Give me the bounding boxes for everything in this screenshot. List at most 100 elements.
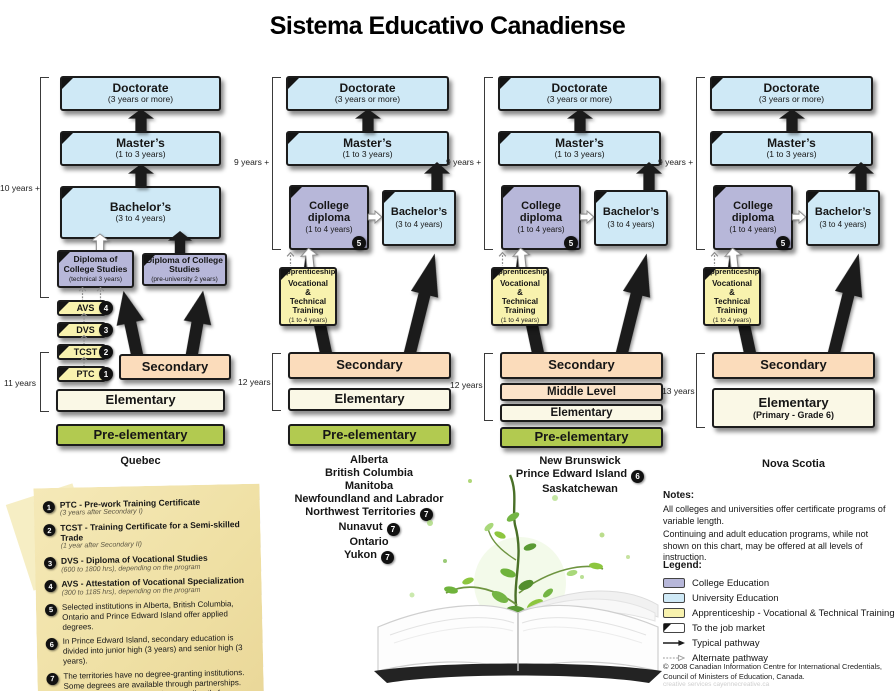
region-name: Nova Scotia bbox=[762, 458, 825, 470]
box-title2: Vocational & Technical Training bbox=[500, 278, 540, 316]
footnote-badge: 5 bbox=[564, 236, 578, 250]
region-name: British Columbia bbox=[324, 467, 413, 479]
box-title: Master’s bbox=[116, 136, 165, 151]
column3-elementary-box: Elementary bbox=[500, 404, 663, 422]
box-sub: (pre-university 2 years) bbox=[151, 276, 218, 284]
column4-region-label: Nova Scotia bbox=[712, 458, 875, 471]
typical-pathway-arrow bbox=[128, 109, 154, 133]
footnote-badge: 4 bbox=[99, 301, 113, 315]
level-label: Pre-elementary bbox=[93, 426, 188, 442]
quebec-doctorate-box: Doctorate (3 years or more) bbox=[60, 76, 221, 111]
region-name: Yukon bbox=[343, 549, 377, 561]
level-label: Elementary bbox=[550, 406, 613, 419]
legend-item-job-market: To the job market bbox=[663, 622, 765, 634]
box-title: Master’s bbox=[343, 136, 392, 151]
footnote-text: The territories have no degree-granting … bbox=[63, 667, 245, 691]
quebec-dcs-preuniversity-box: Diploma of College Studies (pre-universi… bbox=[142, 253, 227, 286]
box-sub: (3 to 4 years) bbox=[115, 213, 166, 224]
footnote-badge: 3 bbox=[99, 323, 113, 337]
box-title: Doctorate bbox=[112, 81, 169, 96]
footnote-item: 5 Selected institutions in Alberta, Brit… bbox=[45, 598, 254, 632]
level-label: Secondary bbox=[760, 357, 827, 373]
alternate-pathway-dashed-arrow bbox=[286, 252, 295, 266]
box-title2: Vocational & Technical Training bbox=[288, 278, 328, 316]
box-sub: (1 to 3 years) bbox=[115, 149, 166, 160]
footnote-badge: 2 bbox=[99, 345, 113, 359]
alternate-pathway-arrow bbox=[791, 210, 807, 224]
big-pathway-arrow bbox=[608, 250, 661, 359]
box-title: Bachelor’s bbox=[814, 206, 872, 219]
cert-label: TCST bbox=[73, 346, 98, 357]
column3-years-upper: 9 years + bbox=[446, 157, 482, 167]
typical-pathway-arrow bbox=[355, 109, 381, 133]
college-swatch bbox=[663, 578, 685, 588]
box-sub: (1 to 3 years) bbox=[554, 149, 605, 160]
box-title: College diploma bbox=[307, 199, 351, 225]
region-name: Ontario bbox=[349, 536, 389, 548]
column2-pre-elementary-box: Pre-elementary bbox=[288, 424, 451, 446]
box-sub: (1 to 4 years) bbox=[517, 225, 565, 235]
box-sub: (1 to 3 years) bbox=[342, 149, 393, 160]
footnote-number: 6 bbox=[46, 638, 58, 650]
box-sub: (1 to 4 years) bbox=[500, 317, 540, 325]
column2-elementary-box: Elementary bbox=[288, 388, 451, 411]
footnote-badge: 1 bbox=[99, 367, 113, 381]
quebec-region-label: Quebec bbox=[56, 455, 225, 468]
footnote-sub: (3 years after Secondary I) bbox=[59, 508, 143, 518]
column4-years-lower: 13 years bbox=[662, 386, 695, 396]
footnote-badge: 5 bbox=[776, 236, 790, 250]
column2-lower-bracket bbox=[272, 353, 281, 411]
level-label: Pre-elementary bbox=[534, 429, 629, 445]
job-market-corner-icon bbox=[663, 623, 685, 633]
box-sub: (3 years or more) bbox=[334, 94, 401, 105]
column3-years-lower: 12 years bbox=[450, 380, 483, 390]
box-title: College diploma bbox=[519, 199, 563, 225]
column2-apprenticeship-box: Apprenticeship Vocational & Technical Tr… bbox=[279, 267, 337, 326]
region-name: Newfoundland and Labrador bbox=[294, 493, 444, 505]
notes-paragraph: Continuing and adult education programs,… bbox=[663, 529, 869, 563]
footnote-item: 3 DVS - Diploma of Vocational Studies (6… bbox=[44, 552, 252, 575]
legend-item-alternate-pathway: Alternate pathway bbox=[663, 652, 768, 664]
column3-middle-level-box: Middle Level bbox=[500, 383, 663, 401]
level-label: Elementary bbox=[334, 391, 405, 407]
legend-item-apprenticeship: Apprenticeship - Vocational & Technical … bbox=[663, 607, 895, 619]
region-name: New Brunswick bbox=[539, 455, 621, 467]
box-sub: (3 to 4 years) bbox=[819, 219, 867, 229]
footnote-text: Selected institutions in Alberta, Britis… bbox=[61, 598, 234, 632]
box-title: Doctorate bbox=[763, 81, 820, 96]
column2-bachelors-box: Bachelor’s (3 to 4 years) bbox=[382, 190, 456, 246]
box-sub: (1 to 4 years) bbox=[729, 225, 777, 235]
column2-masters-box: Master’s (1 to 3 years) bbox=[286, 131, 449, 166]
box-sub: (1 to 3 years) bbox=[766, 149, 817, 160]
level-label: Secondary bbox=[548, 357, 615, 373]
quebec-ptc-box: PTC bbox=[57, 366, 106, 382]
quebec-years-lower: 11 years bbox=[4, 378, 36, 388]
footnote-number: 3 bbox=[44, 557, 56, 569]
legend-heading: Legend: bbox=[663, 560, 702, 571]
alternate-pathway-icon bbox=[663, 654, 685, 662]
column2-years-upper: 9 years + bbox=[234, 157, 270, 167]
quebec-lower-bracket bbox=[40, 352, 49, 412]
box-title: Bachelor’s bbox=[390, 206, 448, 219]
column3-bachelors-box: Bachelor’s (3 to 4 years) bbox=[594, 190, 668, 246]
box-title: Bachelor’s bbox=[109, 200, 172, 215]
column3-doctorate-box: Doctorate (3 years or more) bbox=[498, 76, 661, 111]
box-sub: (1 to 4 years) bbox=[712, 317, 752, 325]
notes-paragraph: All colleges and universities offer cert… bbox=[663, 504, 886, 526]
footnote-number: 1 bbox=[43, 501, 55, 513]
box-title: Master’s bbox=[767, 136, 816, 151]
legend-label: Alternate pathway bbox=[692, 652, 769, 664]
quebec-secondary-box: Secondary bbox=[119, 354, 231, 380]
quebec-upper-bracket bbox=[40, 77, 49, 298]
alternate-pathway-dashed-arrow bbox=[78, 287, 87, 300]
column3-apprenticeship-box: Apprenticeship Vocational & Technical Tr… bbox=[491, 267, 549, 326]
footnote-text: In Prince Edward Island, secondary educa… bbox=[62, 633, 243, 666]
column4-lower-bracket bbox=[696, 353, 705, 428]
column2-doctorate-box: Doctorate (3 years or more) bbox=[286, 76, 449, 111]
footnote-number: 2 bbox=[43, 524, 55, 536]
box-title: Master’s bbox=[555, 136, 604, 151]
box-title: Bachelor’s bbox=[602, 206, 660, 219]
box-sub: (3 to 4 years) bbox=[395, 219, 443, 229]
